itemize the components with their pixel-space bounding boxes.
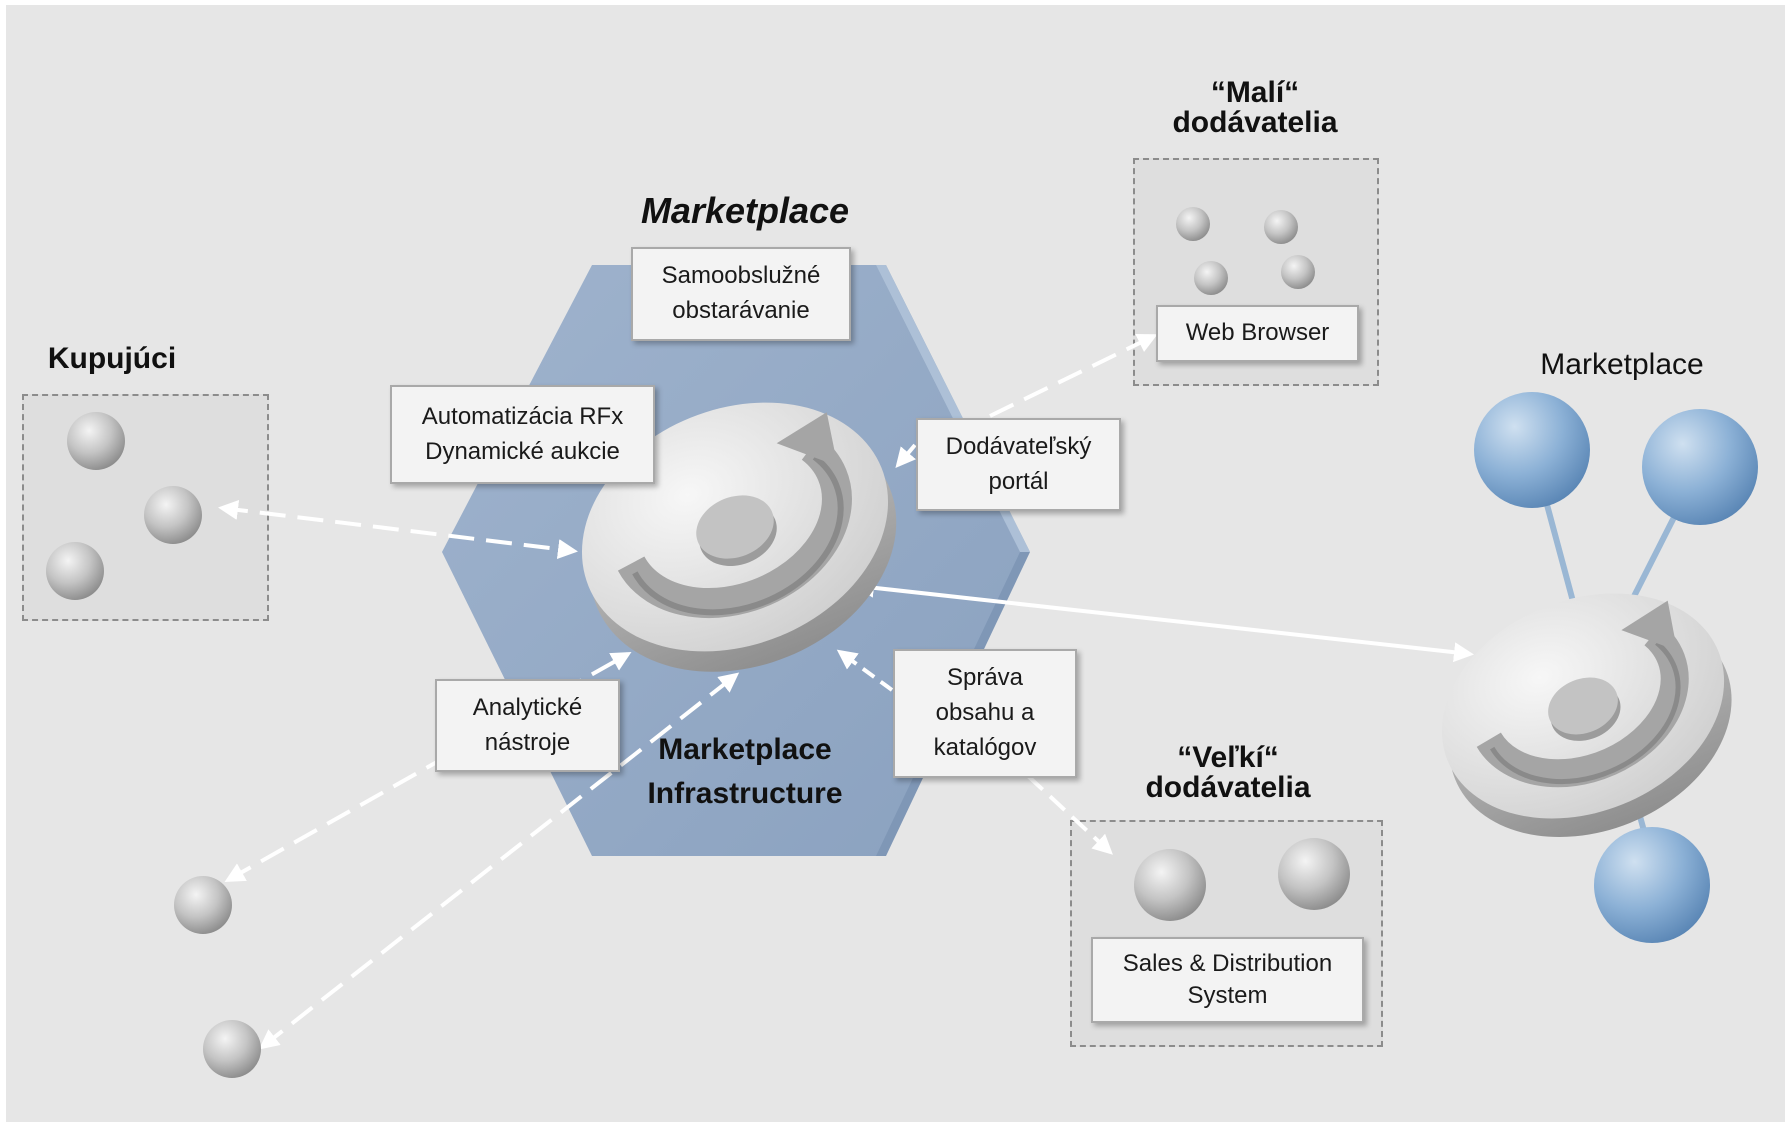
sphere-node-icon <box>1176 207 1210 241</box>
sales-distribution-box: Sales & Distribution System <box>1091 937 1364 1023</box>
buyers-heading: Kupujúci <box>47 342 177 375</box>
large-suppliers-arrow <box>1026 774 1113 855</box>
sphere-node-icon <box>1278 838 1350 910</box>
sphere-node-icon <box>1264 210 1298 244</box>
analytics-arrow-2 <box>258 672 740 1050</box>
marketplace-network-heading: Marketplace <box>1540 348 1704 381</box>
sphere-node-icon <box>46 542 104 600</box>
marketplace-link <box>854 577 1474 663</box>
self-service-procurement-box: Samoobslužné obstarávanie <box>631 247 851 341</box>
sphere-node-icon <box>1194 261 1228 295</box>
infrastructure-label: Marketplace Infrastructure <box>647 733 843 810</box>
catalog-arrow-up <box>836 649 894 692</box>
buyers-arrow <box>218 500 578 559</box>
catalog-management-box: Správa obsahu a katalógov <box>893 649 1077 778</box>
sphere-node-icon <box>203 1020 261 1078</box>
marketplace-title: Marketplace <box>640 190 850 231</box>
network-node-icon <box>1474 392 1590 508</box>
large-suppliers-heading: “Veľkí“ dodávatelia <box>1145 741 1311 804</box>
rfx-automation-box: Automatizácia RFx Dynamické aukcie <box>390 385 655 484</box>
sphere-node-icon <box>1281 255 1315 289</box>
portal-arrow <box>895 443 917 469</box>
sync-hub-icon <box>1441 593 1732 838</box>
sphere-node-icon <box>144 486 202 544</box>
supplier-portal-box: Dodávateľský portál <box>916 418 1121 511</box>
sync-hub-icon <box>581 402 897 672</box>
network-node-icon <box>1594 827 1710 943</box>
sphere-node-icon <box>1134 849 1206 921</box>
small-suppliers-arrow <box>989 334 1158 418</box>
web-browser-box: Web Browser <box>1156 305 1359 362</box>
network-node-icon <box>1642 409 1758 525</box>
small-suppliers-heading: “Malí“ dodávatelia <box>1172 76 1338 139</box>
analytics-tools-box: Analytické nástroje <box>435 679 620 772</box>
sphere-node-icon <box>174 876 232 934</box>
sphere-node-icon <box>67 412 125 470</box>
